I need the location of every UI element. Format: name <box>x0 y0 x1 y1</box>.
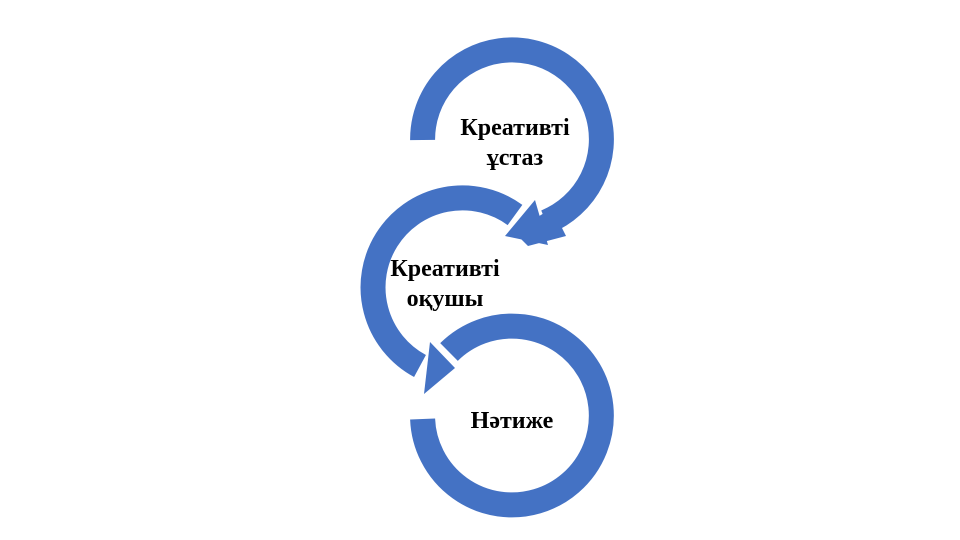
node-student-label: Креативті оқушы <box>370 254 520 314</box>
node-result-label: Нәтиже <box>437 406 587 436</box>
ring-teacher <box>410 37 614 246</box>
arc-teacher <box>410 37 614 234</box>
node-result-line1: Нәтиже <box>470 408 554 434</box>
arrowhead-student-icon <box>424 342 455 394</box>
node-student-line1: Креативті <box>390 256 500 282</box>
node-teacher-label: Креативті ұстаз <box>440 113 590 173</box>
node-teacher-line2: ұстаз <box>486 145 544 171</box>
node-teacher-line1: Креативті <box>460 115 570 141</box>
node-student-line2: оқушы <box>406 286 484 312</box>
ring-student <box>360 185 523 394</box>
arc-student <box>360 185 523 377</box>
ring-result <box>410 313 614 518</box>
arc-result <box>410 313 614 518</box>
